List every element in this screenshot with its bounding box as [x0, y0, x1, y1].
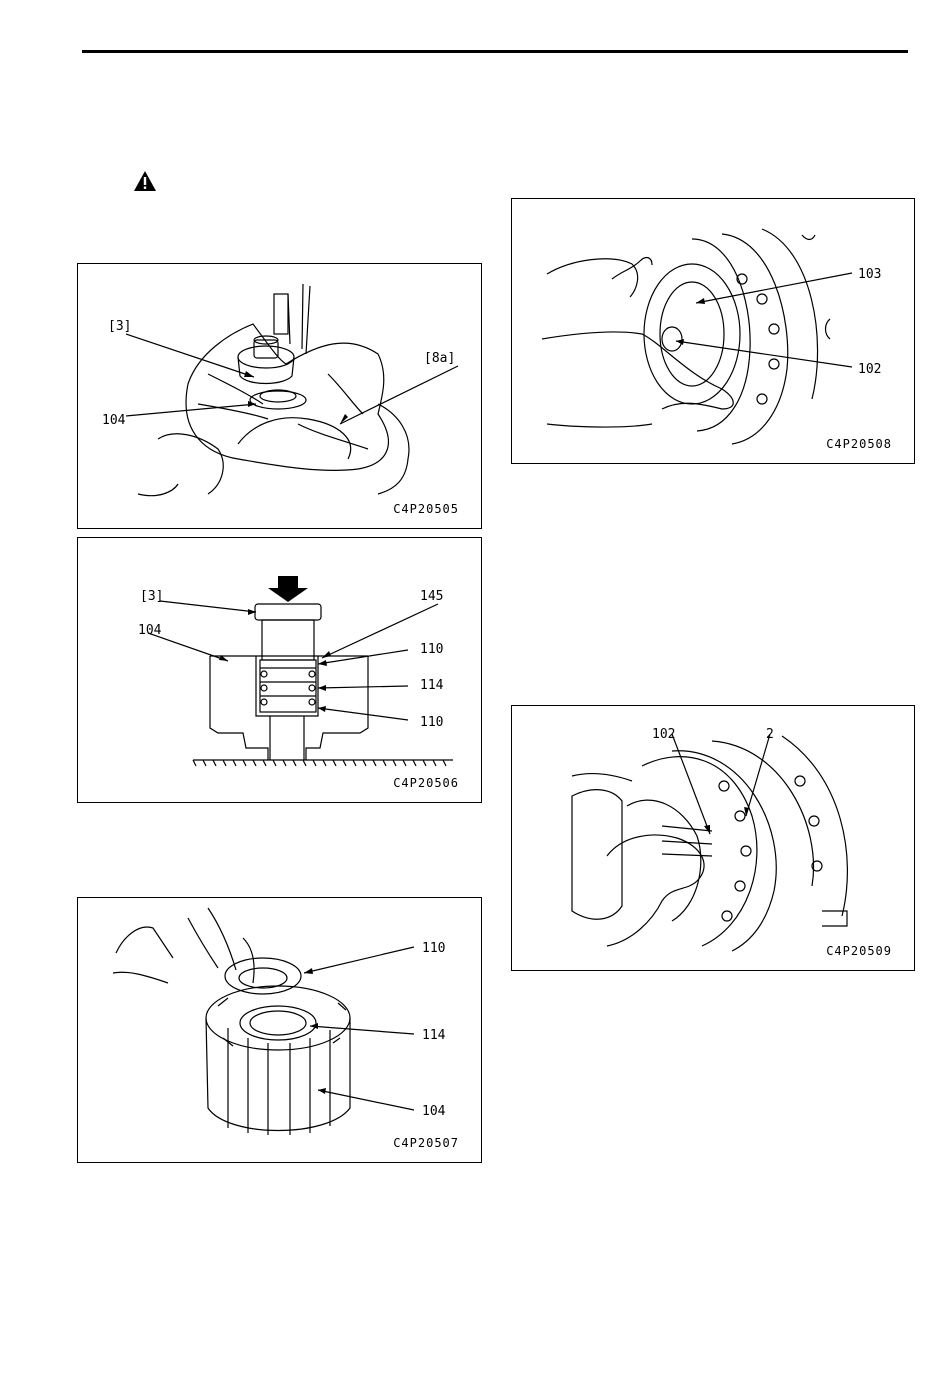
label-8a: [8a] [424, 351, 455, 366]
illustration-cylinder-block: 110 114 104 [78, 898, 481, 1162]
illustration-hub-part-103: 103 102 [512, 199, 914, 463]
label-102: 102 [858, 362, 881, 377]
label-2: 2 [766, 727, 774, 742]
label-145: 145 [420, 589, 443, 604]
label-114: 114 [420, 678, 444, 693]
illustration-hub-part-102: 102 2 [512, 706, 914, 970]
figure-code: C4P20507 [393, 1136, 459, 1150]
illustration-spring-section: [3] 104 145 110 114 110 [78, 538, 481, 802]
label-114: 114 [422, 1028, 446, 1043]
figure-code: C4P20508 [826, 437, 892, 451]
label-110-lower: 110 [420, 715, 443, 730]
label-104: 104 [422, 1104, 446, 1119]
figure-code: C4P20505 [393, 502, 459, 516]
illustration-bag-press: [3] [8a] 104 [78, 264, 481, 528]
figure-c4p20505: [3] [8a] 104 C4P20505 [77, 263, 482, 529]
label-103: 103 [858, 267, 881, 282]
warning-icon [133, 170, 157, 192]
figure-c4p20507: 110 114 104 C4P20507 [77, 897, 482, 1163]
label-110: 110 [422, 941, 445, 956]
label-104: 104 [102, 413, 126, 428]
label-3: [3] [108, 319, 131, 334]
label-3: [3] [140, 589, 163, 604]
figure-code: C4P20509 [826, 944, 892, 958]
label-110: 110 [420, 642, 443, 657]
header-rule [82, 50, 908, 53]
label-104: 104 [138, 623, 162, 638]
figure-c4p20509: 102 2 C4P20509 [511, 705, 915, 971]
figure-c4p20506: [3] 104 145 110 114 110 C4P20506 [77, 537, 482, 803]
label-102: 102 [652, 727, 675, 742]
figure-c4p20508: 103 102 C4P20508 [511, 198, 915, 464]
figure-code: C4P20506 [393, 776, 459, 790]
